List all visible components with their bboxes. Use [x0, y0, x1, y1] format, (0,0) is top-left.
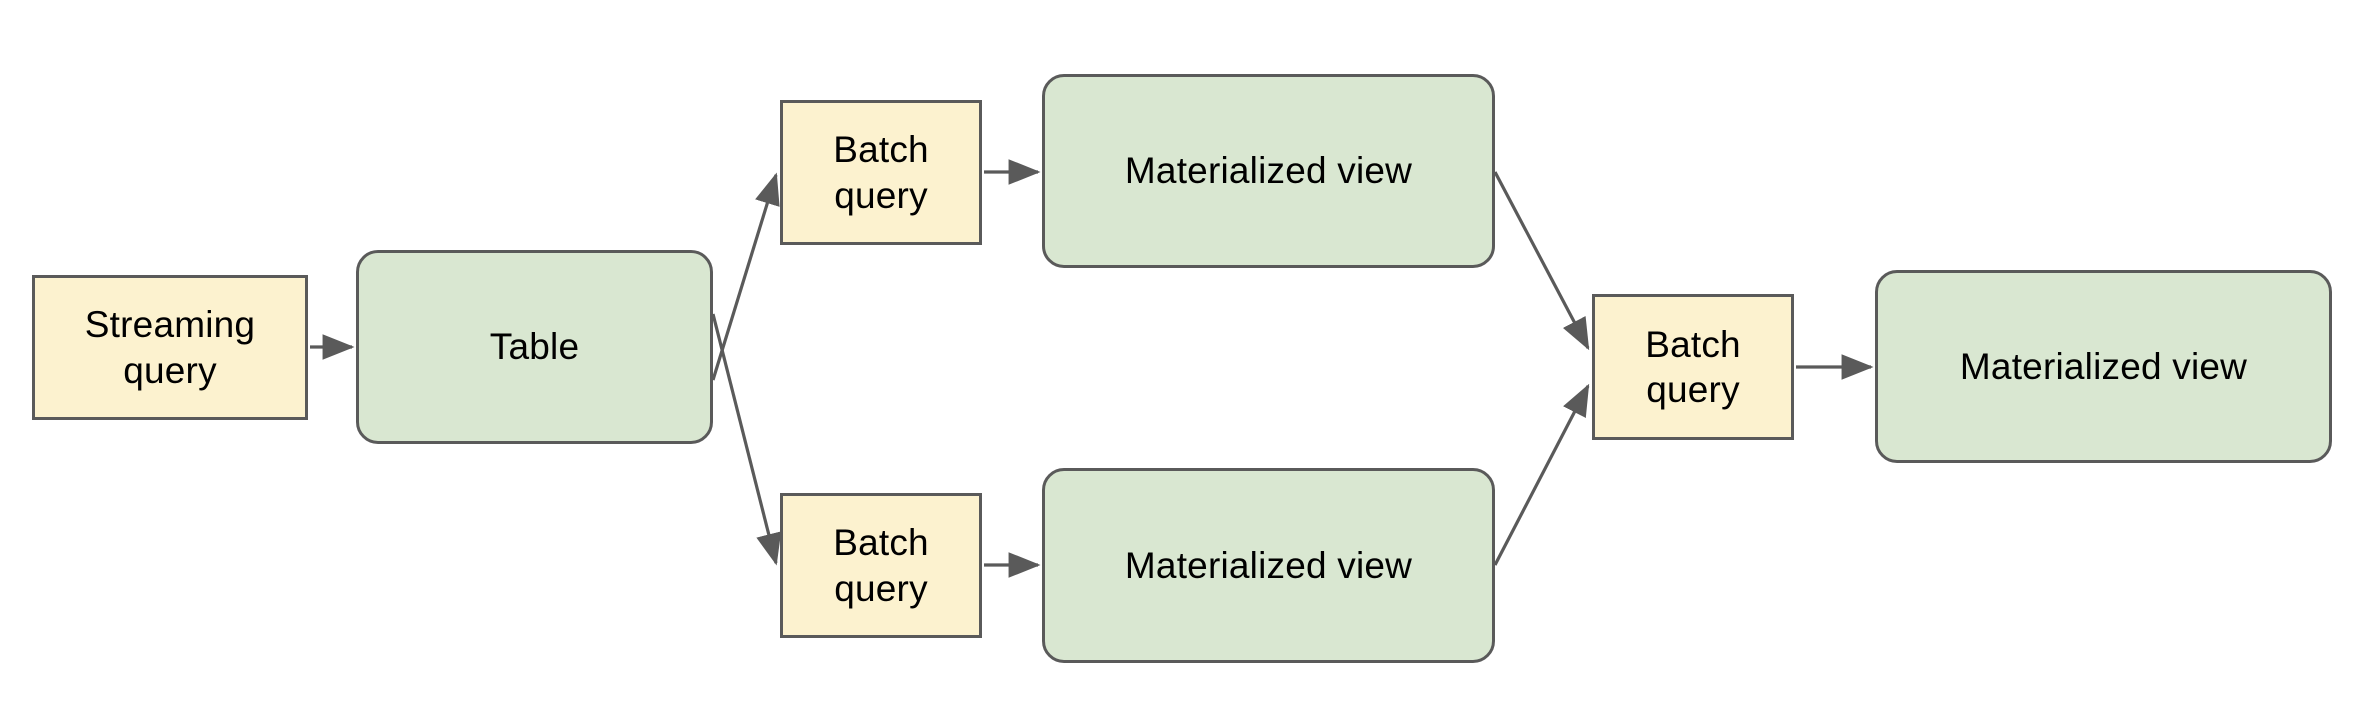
node-batch-query-top-label: Batch query	[833, 129, 929, 216]
node-table[interactable]: Table	[356, 250, 713, 444]
edge-table-to-batch-query-bottom	[711, 313, 782, 566]
node-batch-query-merge-label: Batch query	[1645, 323, 1741, 410]
node-streaming-query-label: Streaming query	[84, 304, 256, 391]
node-batch-query-bottom[interactable]: Batch query	[780, 493, 982, 638]
node-batch-query-top[interactable]: Batch query	[780, 100, 982, 245]
node-materialized-view-bottom[interactable]: Materialized view	[1042, 468, 1495, 663]
edge-table-to-batch-query-top	[711, 172, 780, 381]
edge-materialized-view-bottom-to-batch-query-merge	[1493, 383, 1590, 566]
node-batch-query-merge[interactable]: Batch query	[1592, 294, 1794, 440]
node-streaming-query[interactable]: Streaming query	[32, 275, 308, 420]
node-materialized-view-final[interactable]: Materialized view	[1875, 270, 2332, 463]
edge-materialized-view-top-to-batch-query-merge	[1493, 171, 1590, 351]
node-table-label: Table	[489, 326, 580, 368]
node-materialized-view-bottom-label: Materialized view	[1124, 544, 1413, 586]
node-materialized-view-top[interactable]: Materialized view	[1042, 74, 1495, 268]
node-materialized-view-top-label: Materialized view	[1124, 150, 1413, 192]
node-batch-query-bottom-label: Batch query	[833, 522, 929, 609]
node-materialized-view-final-label: Materialized view	[1959, 345, 2248, 387]
